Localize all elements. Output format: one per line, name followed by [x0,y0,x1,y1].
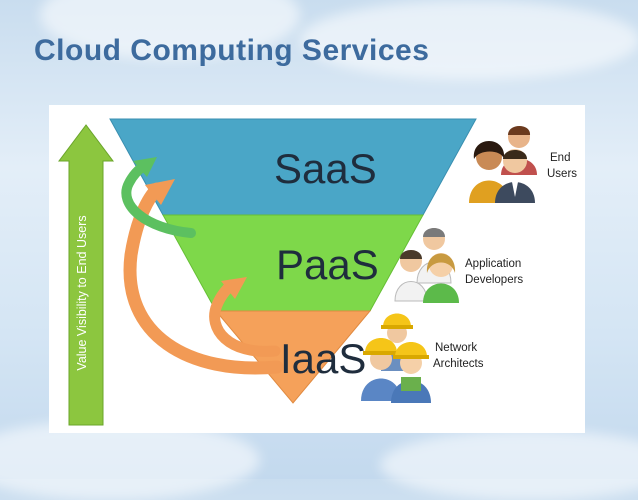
axis-label: Value Visibility to End Users [75,215,89,370]
architects-label-line1: Network [435,342,477,354]
value-visibility-arrow: Value Visibility to End Users [58,124,114,426]
cloud-services-pyramid-diagram: Value Visibility to End Users SaaS PaaS … [58,118,577,426]
curved-arrow-green [121,157,196,238]
end-users-people-icon [469,126,537,203]
end-users-label-line1: End [550,152,570,164]
network-architects-people-icon [361,313,431,403]
end-users-label-line2: Users [547,168,577,180]
developers-label-line2: Developers [465,274,523,286]
slide-title: Cloud Computing Services [34,34,430,67]
diagram-panel: Value Visibility to End Users SaaS PaaS … [49,105,585,433]
curved-arrow-orange-small [209,277,281,357]
developers-label-line1: Application [465,258,521,270]
curved-arrow-orange-large [123,179,284,375]
architects-label-line2: Architects [433,358,484,370]
tier-paas-label: PaaS [276,241,379,288]
tier-iaas [214,310,372,404]
tier-saas-label: SaaS [274,145,377,192]
tier-iaas-label: IaaS [280,335,366,382]
developers-people-icon [394,228,459,303]
